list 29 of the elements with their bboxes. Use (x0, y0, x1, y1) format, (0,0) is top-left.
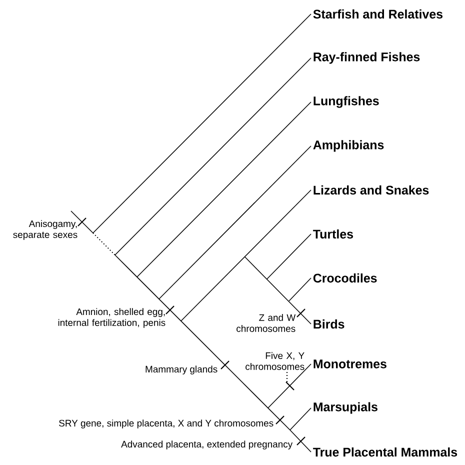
taxon-label: Lungfishes (314, 96, 379, 108)
taxon-label: Marsupials (314, 402, 378, 414)
branch-line (158, 146, 312, 300)
branch-line (266, 234, 312, 280)
branch-line (92, 14, 312, 234)
branch-line (244, 256, 312, 324)
taxon-label: Crocodiles (313, 273, 377, 283)
taxon-label: Monotremes (314, 360, 386, 368)
taxon-label: Lizards and Snakes (314, 185, 429, 195)
branch-line (268, 364, 312, 408)
branch-line (180, 190, 312, 322)
branch-line (114, 58, 312, 256)
character-label: Five X, Y chromosomes (246, 352, 304, 370)
character-label: Advanced placenta, extended pregnancy (121, 440, 293, 450)
taxon-label: Starfish and Relatives (313, 9, 442, 19)
taxon-label: Turtles (313, 229, 353, 239)
branch-line (290, 430, 312, 452)
branch-line (136, 102, 312, 278)
taxon-label: Ray-finned Fishes (314, 52, 420, 64)
taxon-label: True Placental Mammals (313, 447, 458, 457)
character-label: Z and W chromosomes (236, 314, 296, 332)
character-label: SRY gene, simple placenta, X and Y chromosomes (59, 420, 274, 428)
character-label: Amnion, shelled egg, internal fertilization, penis (58, 308, 166, 328)
character-label: Anisogamy, separate sexes (13, 220, 78, 240)
taxon-label: Amphibians (313, 140, 384, 152)
taxon-label: Birds (314, 319, 344, 329)
branch-line (290, 408, 312, 430)
branch-line (288, 278, 312, 302)
character-label: Mammary glands (146, 366, 218, 374)
